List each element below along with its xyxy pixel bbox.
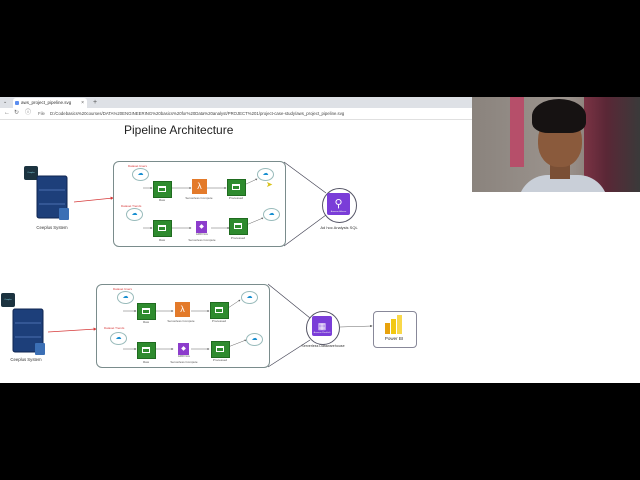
s3-bucket-icon <box>137 342 156 359</box>
raw-label: Raw <box>142 320 149 324</box>
info-icon[interactable]: ⓘ <box>25 110 32 116</box>
glue-crawler-icon: ☁ <box>132 168 149 181</box>
raw-label: Raw <box>142 360 149 364</box>
s3-bucket-icon <box>153 220 172 237</box>
back-icon[interactable]: ← <box>4 110 10 116</box>
webcam-person-shirt <box>518 175 608 192</box>
emr-label: EMR Flow <box>178 355 190 358</box>
compute-label: Serverless Compute <box>188 238 216 242</box>
reload-icon[interactable]: ↻ <box>14 110 20 116</box>
webcam-overlay <box>472 97 640 192</box>
server-stack-icon <box>11 307 49 357</box>
athena-label: Ad hoc Analysis SQL <box>320 225 358 230</box>
s3-bucket-icon <box>153 181 172 198</box>
s3-bucket-icon <box>137 303 156 320</box>
bottom-source-label: Ceeplus System <box>10 357 42 362</box>
server-stack-icon <box>35 174 71 222</box>
page-title: Pipeline Architecture <box>124 123 234 137</box>
s3-bucket-icon <box>210 302 229 319</box>
address-url: D:/Codebasics%20courses/DATA%20ENGINEERI… <box>49 111 345 116</box>
glue-crawler-icon: ☁ <box>117 291 134 304</box>
file-favicon-icon <box>15 101 19 105</box>
bottom-flow2-label: Dataset Trends <box>104 326 125 330</box>
top-source-label: Ceeplus System <box>36 225 68 230</box>
glue-crawler-icon: ☁ <box>246 333 263 346</box>
processed-label: Processed <box>212 358 228 362</box>
browser-tab-bar: ⌄ aws_project_pipeline.svg × + <box>0 97 472 108</box>
glue-crawler-icon: ☁ <box>263 208 280 221</box>
compute-label: Serverless Compute <box>185 196 213 200</box>
emr-icon: ◆ <box>196 221 207 233</box>
webcam-cloth <box>510 97 524 167</box>
compute-label: Serverless Compute <box>170 360 198 364</box>
s3-bucket-icon <box>227 179 246 196</box>
bottom-processing-box <box>96 284 270 368</box>
tab-list-chevron-icon[interactable]: ⌄ <box>3 99 8 105</box>
lambda-icon: λ <box>192 179 207 194</box>
connector-lines <box>47 161 373 368</box>
ceeplus-badge: Ceeplus <box>24 166 38 180</box>
redshift-icon: ▦ <box>312 316 332 336</box>
glue-crawler-icon: ☁ <box>126 208 143 221</box>
new-tab-button[interactable]: + <box>93 99 98 106</box>
raw-label: Raw <box>158 198 165 202</box>
athena-search-icon: ⚲ <box>327 193 350 215</box>
redshift-badge: Amazon Redshift <box>313 332 331 334</box>
processed-label: Processed <box>211 319 227 323</box>
top-flow1-label: Dataset Users <box>128 164 148 168</box>
tab-title: aws_project_pipeline.svg <box>21 100 72 105</box>
glue-crawler-icon: ☁ <box>241 291 258 304</box>
browser-toolbar: ← ↻ ⓘ File D:/Codebasics%20courses/DATA%2… <box>0 108 472 120</box>
top-processing-box <box>113 161 286 247</box>
webcam-person-hair <box>532 99 586 133</box>
redshift-label: Serverless Datawarehouse <box>301 344 345 348</box>
address-bar[interactable]: File D:/Codebasics%20courses/DATA%20ENGIN… <box>38 109 468 118</box>
close-tab-icon[interactable]: × <box>81 100 84 106</box>
powerbi-label: Power BI <box>384 336 404 341</box>
athena-badge: Amazon Athena <box>330 211 347 213</box>
glue-crawler-icon: ☁ <box>110 332 127 345</box>
page-content: Pipeline Architecture <box>0 120 472 383</box>
browser-tab[interactable]: aws_project_pipeline.svg × <box>13 98 87 108</box>
address-prefix: File <box>38 111 45 116</box>
top-flow2-label: Dataset Trends <box>121 204 142 208</box>
bottom-flow1-label: Dataset Users <box>113 287 133 291</box>
emr-icon: ◆ <box>178 343 189 355</box>
mouse-cursor-icon: ➤ <box>266 180 273 189</box>
s3-bucket-icon <box>211 341 230 358</box>
screen: ⌄ aws_project_pipeline.svg × + ← ↻ ⓘ Fil… <box>0 97 640 383</box>
processed-label: Processed <box>228 196 244 200</box>
lambda-icon: λ <box>175 302 190 317</box>
s3-bucket-icon <box>229 218 248 235</box>
compute-label: Serverless Compute <box>167 319 195 323</box>
powerbi-box <box>373 311 417 348</box>
powerbi-bars-icon <box>384 314 406 334</box>
webcam-curtain <box>584 97 640 192</box>
glue-crawler-icon: ☁ <box>257 168 274 181</box>
emr-label: EMR Flow <box>196 233 208 236</box>
ceeplus-badge: Ceeplus <box>1 293 15 307</box>
raw-label: Raw <box>158 238 165 242</box>
processed-label: Processed <box>230 236 246 240</box>
